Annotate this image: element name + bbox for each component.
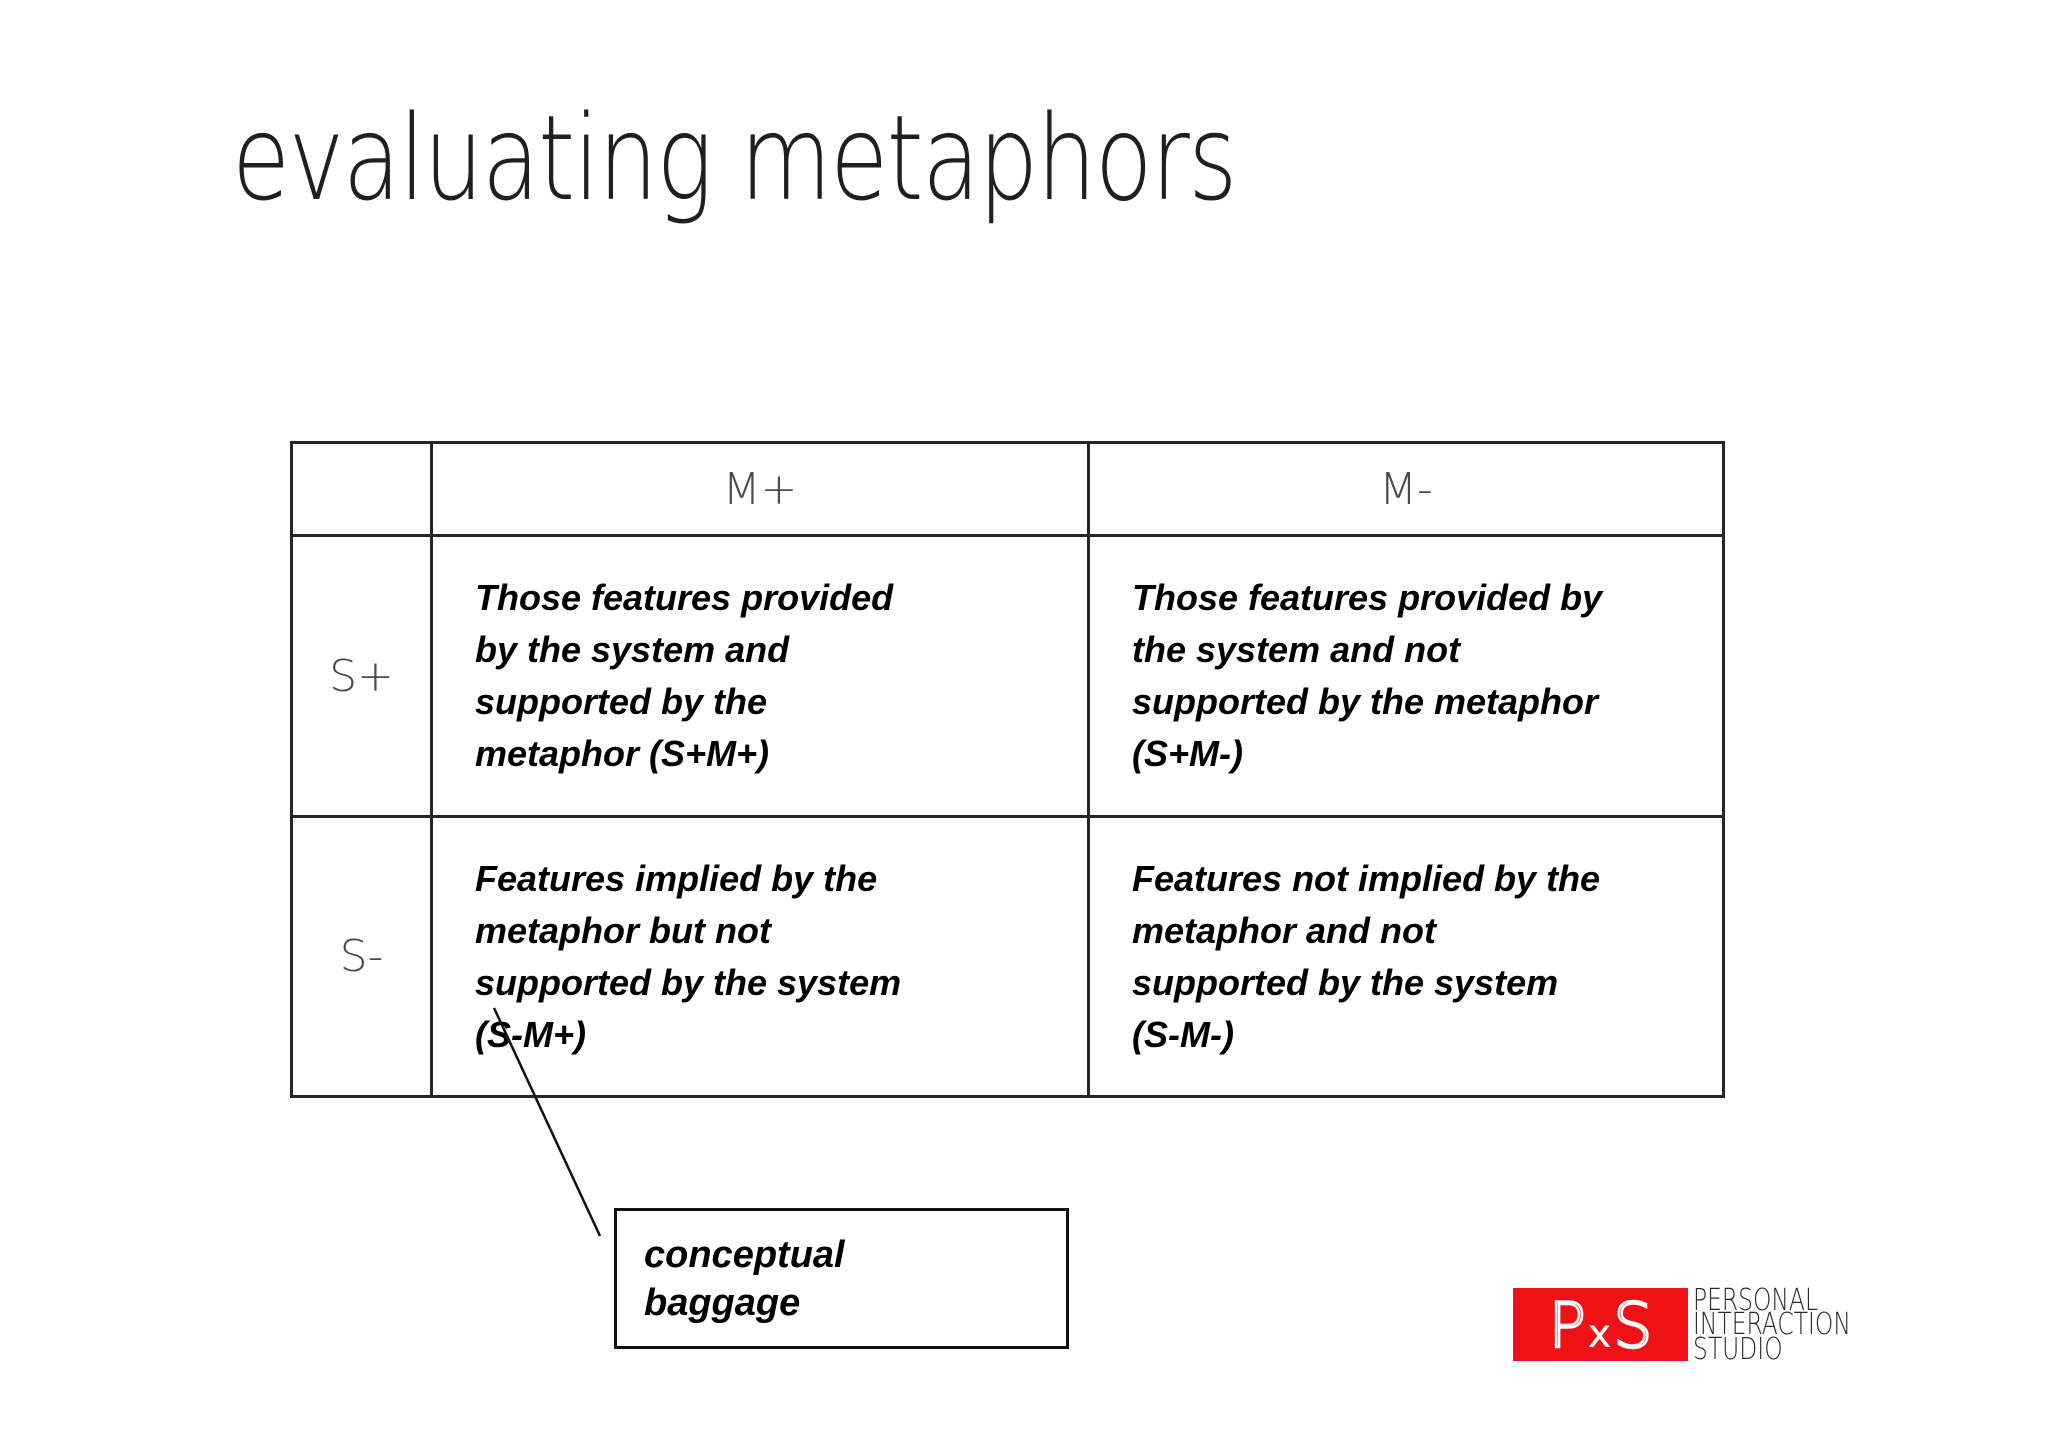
matrix-col-header-m-minus: M- bbox=[1087, 441, 1725, 537]
slide-title: evaluating metaphors bbox=[232, 89, 1237, 227]
cell-s-minus-m-minus: Features not implied by the metaphor and… bbox=[1087, 815, 1725, 1098]
logo-line-personal: PERSONAL bbox=[1693, 1283, 1818, 1318]
matrix-row-s-minus: S- Features implied by the metaphor but … bbox=[290, 815, 1725, 1098]
cell-s-minus-m-plus: Features implied by the metaphor but not… bbox=[430, 815, 1090, 1098]
logo-wordmark: PERSONAL INTERACTION STUDIO bbox=[1693, 1283, 1851, 1367]
matrix-header-row: M+ M- bbox=[290, 441, 1725, 537]
logo-line-studio: STUDIO bbox=[1693, 1331, 1783, 1367]
cell-s-plus-m-plus: Those features provided by the system an… bbox=[430, 534, 1090, 818]
matrix-col-header-m-plus: M+ bbox=[430, 441, 1090, 537]
callout-box: conceptual baggage bbox=[614, 1208, 1069, 1349]
matrix-corner-cell bbox=[290, 441, 433, 537]
cell-s-plus-m-minus: Those features provided by the system an… bbox=[1087, 534, 1725, 818]
logo-letter-s: S bbox=[1612, 1289, 1654, 1362]
matrix-table: M+ M- S+ Those features provided by the … bbox=[290, 441, 1725, 1098]
matrix-row-s-plus: S+ Those features provided by the system… bbox=[290, 534, 1725, 818]
logo-letter-x: x bbox=[1588, 1314, 1611, 1355]
callout-label: conceptual baggage bbox=[644, 1233, 845, 1324]
matrix-row-header-s-plus: S+ bbox=[290, 534, 433, 818]
logo-line-interaction: INTERACTION bbox=[1693, 1307, 1851, 1343]
logo-letter-p: P bbox=[1547, 1289, 1587, 1362]
matrix-row-header-s-minus: S- bbox=[290, 815, 433, 1098]
